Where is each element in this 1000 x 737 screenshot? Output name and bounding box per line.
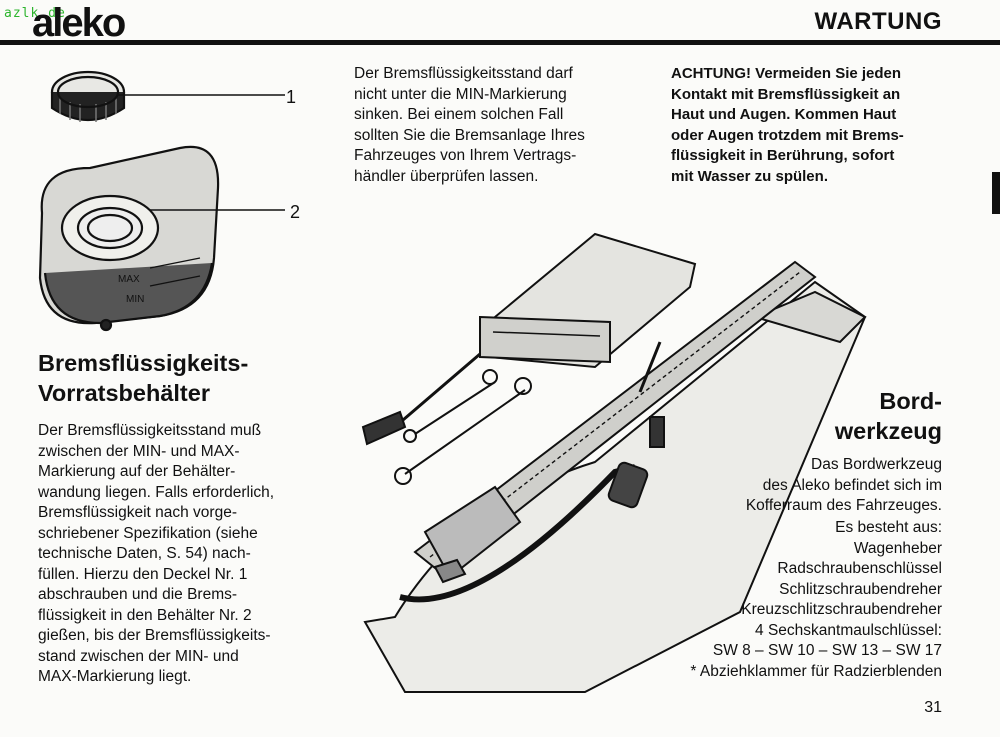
- callout-1: 1: [286, 87, 296, 107]
- reservoir-heading: Bremsflüssigkeits- Vorratsbehälter: [38, 350, 249, 406]
- callout-2: 2: [290, 202, 300, 222]
- watermark: azlk.de: [4, 6, 66, 21]
- svg-text:MIN: MIN: [126, 294, 144, 305]
- toolkit-contents-list: Es besteht aus: Wagenheber Radschraubens…: [690, 519, 942, 680]
- logo-text: aleko: [32, 1, 125, 45]
- toolkit-intro-text: Das Bordwerkzeug des Aleko befindet sich…: [745, 456, 942, 514]
- brake-fluid-level-text: Der Bremsflüssigkeitsstand darf nicht un…: [354, 65, 585, 185]
- page-number: 31: [924, 699, 942, 716]
- section-title: WARTUNG: [814, 8, 942, 35]
- reservoir-body-text: Der Bremsflüssigkeitsstand muß zwischen …: [38, 422, 275, 685]
- edge-tab-marker: [992, 172, 1000, 214]
- toolkit-heading: Bord- werkzeug: [834, 388, 942, 444]
- reservoir-illustration: MAX MIN 1 2: [38, 70, 300, 332]
- warning-text: ACHTUNG! Vermeiden Sie jeden Kontakt mit…: [671, 65, 904, 185]
- toolkit-illustration: [361, 232, 867, 693]
- aleko-logo: aleko: [32, 1, 127, 45]
- header-rule: [0, 40, 1000, 45]
- svg-text:MAX: MAX: [118, 274, 140, 285]
